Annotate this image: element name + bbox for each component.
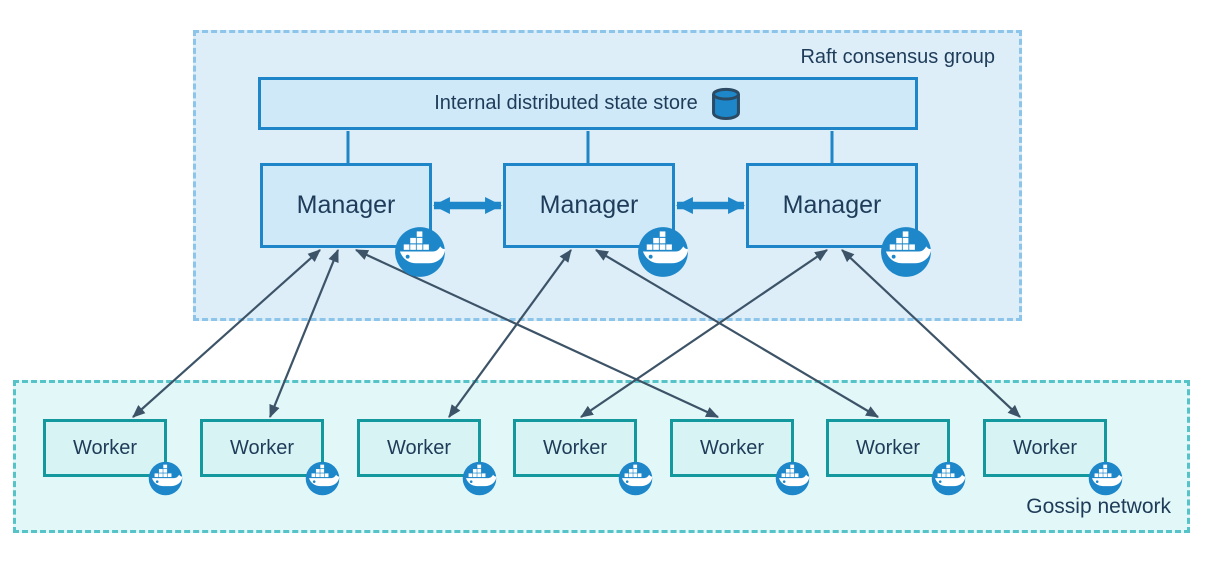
worker-node: Worker: [983, 419, 1123, 496]
manager-label: Manager: [296, 191, 396, 219]
docker-icon: [775, 461, 810, 496]
worker-label: Worker: [855, 436, 921, 459]
worker-node: Worker: [826, 419, 966, 496]
docker-icon: [305, 461, 340, 496]
database-icon: [711, 87, 740, 120]
state-store-node: Internal distributed state store: [258, 77, 918, 130]
docker-icon: [618, 461, 653, 496]
worker-label: Worker: [72, 436, 138, 459]
worker-label: Worker: [386, 436, 452, 459]
gossip-network-label: Gossip network: [1026, 495, 1171, 518]
manager-label: Manager: [539, 191, 639, 219]
docker-icon: [637, 226, 689, 278]
raft-group-label: Raft consensus group: [800, 46, 995, 68]
worker-node: Worker: [357, 419, 497, 496]
worker-label: Worker: [542, 436, 608, 459]
state-store-label: Internal distributed state store: [434, 92, 698, 114]
manager-node: Manager: [260, 163, 446, 277]
worker-label: Worker: [1012, 436, 1078, 459]
worker-label: Worker: [699, 436, 765, 459]
docker-icon: [1088, 461, 1123, 496]
worker-node: Worker: [43, 419, 183, 496]
manager-node: Manager: [503, 163, 689, 277]
manager-node: Manager: [746, 163, 932, 277]
docker-icon: [880, 226, 932, 278]
docker-icon: [462, 461, 497, 496]
docker-icon: [394, 226, 446, 278]
manager-label: Manager: [782, 191, 882, 219]
worker-label: Worker: [229, 436, 295, 459]
docker-icon: [148, 461, 183, 496]
docker-icon: [931, 461, 966, 496]
worker-node: Worker: [670, 419, 810, 496]
worker-node: Worker: [200, 419, 340, 496]
worker-node: Worker: [513, 419, 653, 496]
